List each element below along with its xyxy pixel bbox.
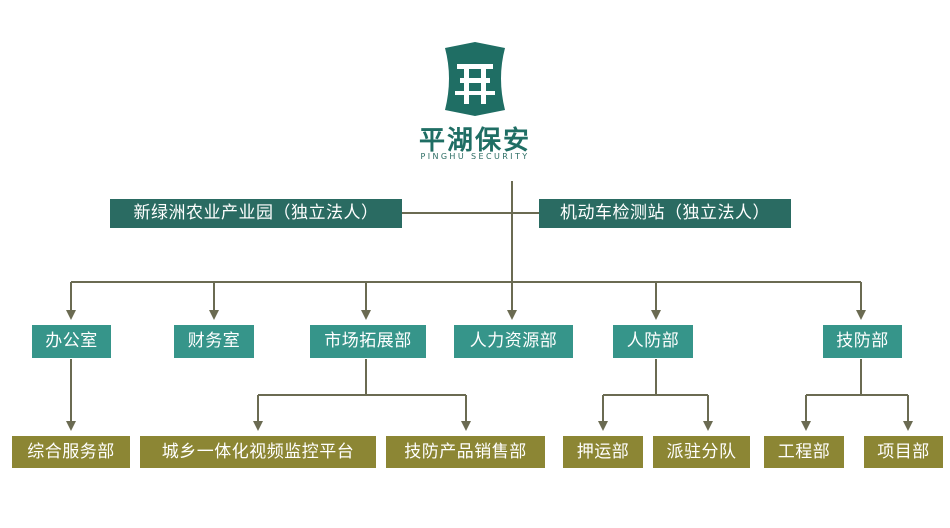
brand-subtitle: PINGHU SECURITY	[420, 152, 530, 161]
sub-engineering: 工程部	[764, 436, 844, 468]
sub-product-sales: 技防产品销售部	[386, 436, 545, 468]
sub-squad: 派驻分队	[653, 436, 750, 468]
brand-name: 平湖保安	[418, 126, 531, 156]
dept-finance: 财务室	[174, 325, 254, 358]
shield-logo-icon	[445, 42, 505, 116]
sub-escort: 押运部	[563, 436, 643, 468]
dept-office: 办公室	[32, 325, 111, 358]
dept-civil-defense: 人防部	[613, 325, 693, 358]
dept-tech-defense: 技防部	[823, 325, 902, 358]
sub-project: 项目部	[864, 436, 943, 468]
sub-general-service: 综合服务部	[12, 436, 130, 468]
dept-hr: 人力资源部	[454, 325, 573, 358]
unit-vehicle-station: 机动车检测站（独立法人）	[539, 199, 791, 228]
sub-video-platform: 城乡一体化视频监控平台	[140, 436, 376, 468]
unit-agri-park: 新绿洲农业产业园（独立法人）	[110, 199, 402, 228]
dept-market: 市场拓展部	[310, 325, 426, 358]
